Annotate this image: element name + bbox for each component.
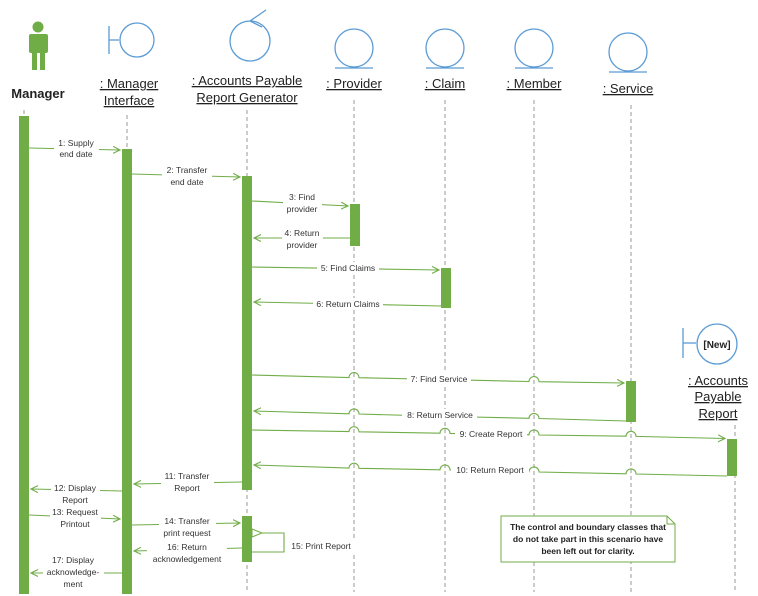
message-label-8: 8: Return Service [407,410,473,420]
message-label-4b: provider [287,240,318,250]
message-label-14a: 14: Transfer [164,516,210,526]
ap-generator-activation-2 [242,516,252,562]
entity-icon-provider [334,28,374,69]
message-label-12b: Report [62,495,88,505]
ap-report-label-1: : Accounts [688,373,748,388]
message-label-5: 5: Find Claims [321,263,375,273]
self-message-arrowhead [251,528,264,538]
entity-icon-claim [425,28,465,69]
boundary-icon [108,22,155,58]
message-label-2a: 2: Transfer [167,165,208,175]
manager-interface-label-1: : Manager [100,76,159,91]
message-label-17c: ment [64,579,84,589]
message-label-10: 10: Return Report [456,465,524,475]
manager-activation [19,116,29,594]
message-label-11a: 11: Transfer [165,471,210,481]
ap-generator-activation-1 [242,176,252,490]
ap-generator-label-1: : Accounts Payable [192,73,303,88]
message-label-6: 6: Return Claims [316,299,379,309]
member-label: : Member [507,76,563,91]
message-label-17a: 17: Display [52,555,95,565]
message-label-11b: Report [174,483,200,493]
message-label-3a: 3: Find [289,192,315,202]
service-activation [626,381,636,422]
ap-generator-label-2: Report Generator [196,90,298,105]
note-line-1: The control and boundary classes that [510,522,666,532]
message-label-15: 15: Print Report [291,541,351,551]
claim-label: : Claim [425,76,465,91]
ap-report-label-3: Report [698,406,737,421]
message-label-9: 9: Create Report [460,429,523,439]
provider-activation [350,204,360,246]
provider-label: : Provider [326,76,382,91]
message-label-13b: Printout [60,519,90,529]
ap-report-label-2: Payable [695,389,742,404]
ap-report-boundary-icon [682,323,738,365]
new-tag: [New] [703,340,730,351]
note-line-3: been left out for clarity. [541,546,634,556]
control-icon [229,9,271,62]
message-label-3b: provider [287,204,318,214]
note: The control and boundary classes that do… [500,515,676,563]
note-line-2: do not take part in this scenario have [513,534,663,544]
manager-label: Manager [11,86,64,101]
message-label-14b: print request [163,528,211,538]
message-label-1b: end date [59,149,92,159]
entity-icon-member [514,28,554,69]
message-label-1a: 1: Supply [58,138,94,148]
manager-interface-activation [122,149,132,594]
message-label-7: 7: Find Service [411,374,468,384]
message-label-2b: end date [170,177,203,187]
message-label-16b: acknowledgement [153,554,222,564]
message-arrow-15 [252,532,285,553]
message-label-16a: 16: Return [167,542,207,552]
manager-interface-label-2: Interface [104,93,155,108]
manager-actor-icon [29,21,48,70]
entity-icon-service [608,32,648,73]
message-label-13a: 13: Request [52,507,98,517]
ap-report-activation [727,439,737,476]
message-label-17b: acknowledge- [47,567,100,577]
message-label-12a: 12: Display [54,483,97,493]
claim-activation [441,268,451,308]
message-label-4a: 4: Return [285,228,320,238]
service-label: : Service [603,81,654,96]
